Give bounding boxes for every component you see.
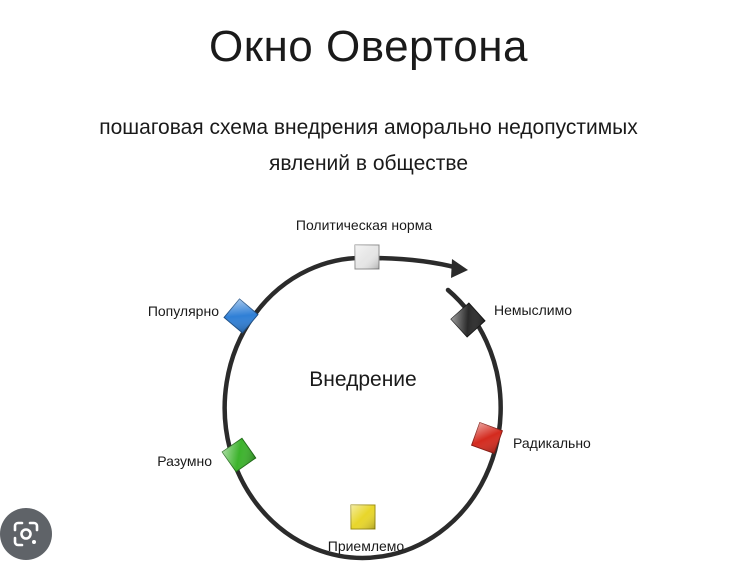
center-label: Внедрение [309, 368, 416, 391]
page-title: Окно Овертона [209, 22, 528, 71]
cycle-arrowhead [451, 259, 468, 278]
subtitle-line-1: пошаговая схема внедрения аморально недо… [99, 116, 638, 139]
google-lens-icon [13, 521, 39, 547]
stage-marker-acceptable [350, 504, 376, 530]
stage-label-political-norm: Политическая норма [296, 217, 432, 233]
stage-marker-reasonable [221, 437, 257, 473]
stage-label-unthinkable: Немыслимо [494, 302, 572, 318]
page-subtitle: пошаговая схема внедрения аморально недо… [0, 110, 737, 182]
stage-marker-unthinkable [450, 302, 486, 338]
stage-label-radical: Радикально [513, 435, 591, 451]
cycle-arrow-line [365, 255, 461, 271]
google-lens-button[interactable] [0, 508, 52, 560]
subtitle-line-2: явлений в обществе [268, 152, 468, 175]
stage-marker-radical [470, 421, 504, 455]
stage-label-reasonable: Разумно [157, 453, 212, 469]
stage-label-popular: Популярно [148, 303, 219, 319]
stage-marker-political-norm [354, 244, 380, 270]
stage-label-acceptable: Приемлемо [328, 538, 405, 554]
cycle-ring [222, 255, 503, 561]
stage-marker-popular [223, 298, 259, 334]
